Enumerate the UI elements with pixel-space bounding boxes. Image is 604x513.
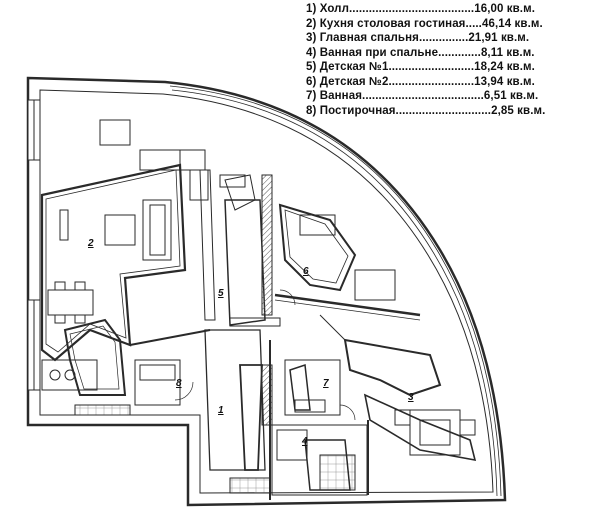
room-number-kids-room-2: 6 [303, 266, 309, 277]
room-labels: 1 2 3 4 5 6 7 8 [87, 238, 414, 447]
kids-room-1-outline [224, 199, 266, 326]
legend-item-kitchen-living: 2) Кухня столовая гостиная.....46,14 кв.… [306, 17, 543, 30]
room-number-bathroom: 7 [323, 378, 329, 389]
room-legend: 1) Холл.................................… [306, 2, 600, 118]
room-number-hall: 1 [218, 405, 224, 416]
legend-item-laundry: 8) Постирочная..........................… [306, 104, 546, 117]
hall-outline [204, 329, 266, 471]
legend-item-kids-room-2: 6) Детская №2..........................1… [306, 75, 535, 88]
master-bedroom-outline [343, 338, 442, 397]
room-number-master-bedroom: 3 [408, 392, 414, 403]
kids-room-2-outline [278, 203, 357, 292]
legend-item-bathroom: 7) Ванная...............................… [306, 90, 539, 102]
outer-wall [26, 76, 507, 507]
room-number-kitchen-living: 2 [87, 238, 94, 249]
room-number-laundry: 8 [176, 378, 182, 389]
room-number-kids-room-1: 5 [218, 288, 224, 299]
legend-item-master-bath: 4) Ванная при спальне.............8,11 к… [306, 46, 535, 59]
outer-wall-inner [39, 89, 494, 494]
legend-item-hall: 1) Холл.................................… [306, 3, 535, 15]
legend-item-master-bedroom: 3) Главная спальня...............21,91 к… [306, 32, 530, 44]
room-number-master-bath: 4 [301, 436, 308, 447]
legend-item-kids-room-1: 5) Детская №1..........................1… [306, 61, 535, 73]
